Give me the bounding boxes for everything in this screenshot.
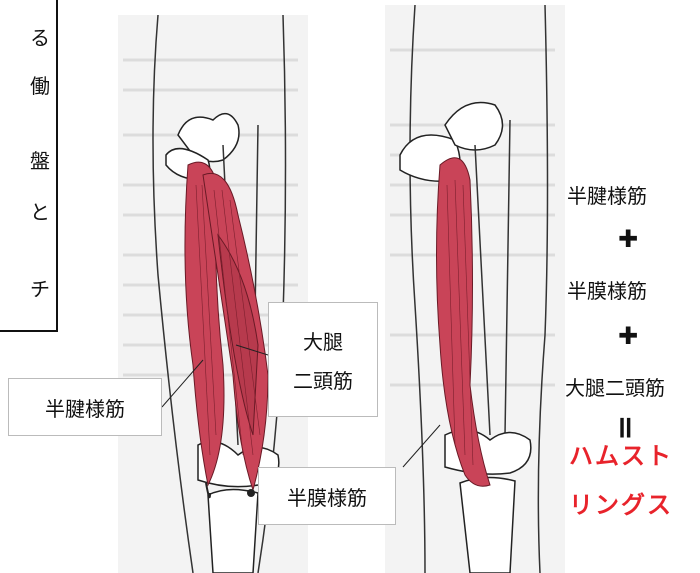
thigh-illustration-semimembranosus <box>385 5 565 573</box>
result-line2: リングス <box>569 485 673 520</box>
equation-item-semitendinosus: 半腱様筋 <box>567 180 647 209</box>
biceps-label-line2: 二頭筋 <box>293 365 353 394</box>
text-fragment: チ <box>30 273 50 302</box>
semitendinosus-label: 半腱様筋 <box>8 378 162 436</box>
text-fragment: 働 <box>30 70 50 99</box>
result-line1: ハムスト <box>569 436 673 471</box>
text-fragment: と <box>30 196 50 225</box>
biceps-label-line1: 大腿 <box>303 326 343 355</box>
text-fragment: る <box>30 22 50 51</box>
plus-icon: ✚ <box>618 225 638 253</box>
equation-item-semimembranosus: 半膜様筋 <box>567 275 647 304</box>
text-fragment: 盤 <box>30 145 50 174</box>
plus-icon: ✚ <box>618 322 638 350</box>
semimembranosus-label: 半膜様筋 <box>258 467 396 525</box>
equation-item-biceps-femoris: 大腿二頭筋 <box>565 372 665 401</box>
explanation-text-box: る 働 盤 と チ <box>0 0 58 332</box>
biceps-femoris-label: 大腿 二頭筋 <box>268 302 378 417</box>
